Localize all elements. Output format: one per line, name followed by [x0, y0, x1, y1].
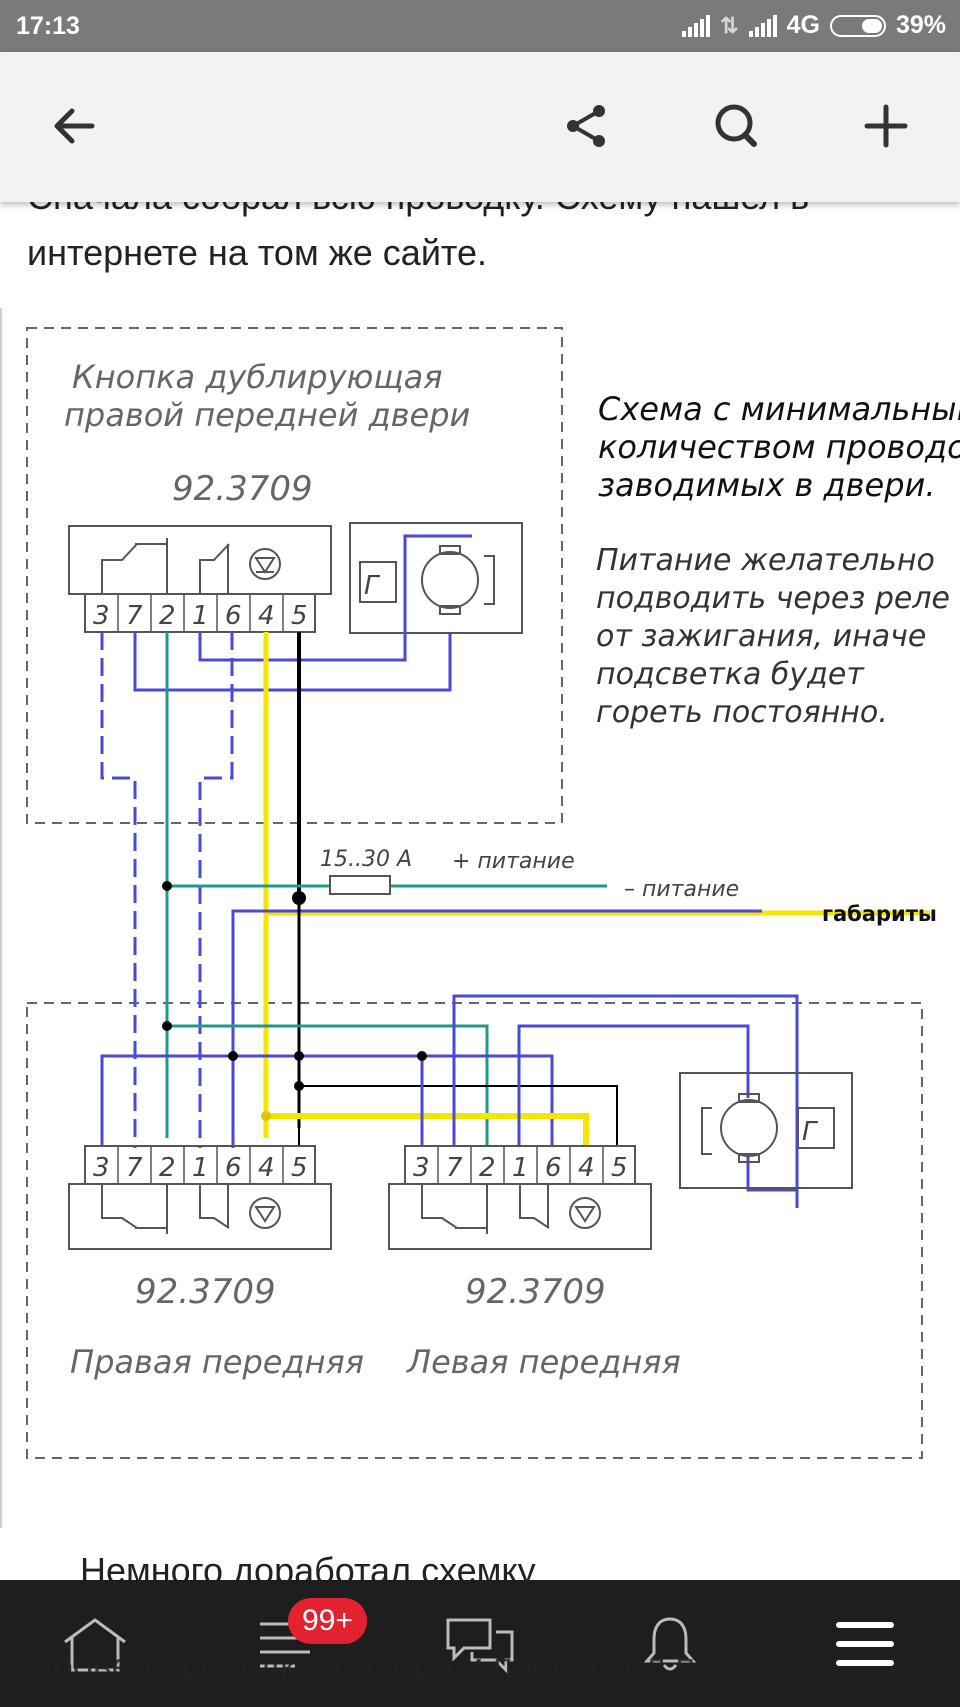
minus-power-label: – питание — [624, 877, 739, 902]
diagram-note-4: подсветка будет — [596, 657, 865, 692]
search-icon — [715, 104, 757, 147]
menu-icon — [836, 1622, 894, 1666]
share-button[interactable] — [550, 90, 622, 162]
top-motor-box — [349, 522, 523, 634]
bottom-motor-box — [679, 1072, 853, 1189]
pin-label: 2 — [159, 601, 176, 631]
left-front-contacts — [421, 1184, 550, 1234]
left-front-led-icon — [569, 1197, 601, 1229]
pin-label: 7 — [126, 1153, 143, 1183]
pin-label: 3 — [93, 1153, 110, 1183]
wiring-diagram[interactable]: Кнопка дублирующая правой передней двери… — [0, 308, 960, 1528]
top-motor-mark: Г — [364, 571, 381, 601]
notification-badge: 99+ — [288, 1598, 367, 1644]
pin-label: 5 — [291, 601, 308, 631]
status-icons: ⇅ 4G 39% — [682, 11, 946, 40]
search-button[interactable] — [700, 90, 772, 162]
bell-icon — [643, 1617, 697, 1671]
label-left-front: Левая передняя — [406, 1343, 681, 1381]
messages-icon — [446, 1618, 514, 1674]
app-bar — [0, 52, 960, 202]
bottom-dashed-box — [26, 1002, 923, 1459]
signal-icon — [682, 14, 711, 37]
pin-label: 6 — [225, 601, 242, 631]
nav-menu[interactable] — [820, 1608, 910, 1680]
feed-icon — [260, 1622, 310, 1668]
nav-home[interactable] — [50, 1608, 140, 1680]
pin-label: 7 — [446, 1153, 463, 1183]
part-number-top: 92.3709 — [172, 469, 313, 509]
article-text-bottom: Провел проводку в двери и пропустил под — [27, 1645, 736, 1686]
bottom-nav: 99+ — [0, 1580, 960, 1707]
status-time: 17:13 — [16, 12, 80, 40]
network-type: 4G — [786, 11, 820, 39]
nav-feed[interactable] — [240, 1608, 330, 1680]
fuse — [329, 875, 391, 895]
wiring-diagram-svg: Кнопка дублирующая правой передней двери… — [26, 327, 960, 1459]
diagram-note-3: от зажигания, иначе — [596, 619, 926, 654]
home-icon — [64, 1618, 126, 1672]
junction — [292, 891, 306, 905]
right-front-led-icon — [249, 1197, 281, 1229]
gabarity-label: габариты — [822, 902, 937, 926]
diagram-heading-2: количеством проводов — [598, 428, 960, 466]
back-button[interactable] — [38, 90, 110, 162]
part-number-right: 92.3709 — [135, 1272, 276, 1312]
right-front-contacts — [101, 1184, 230, 1234]
pin-label: 7 — [126, 601, 143, 631]
pin-label: 6 — [545, 1153, 562, 1183]
top-dashed-box — [26, 327, 563, 824]
label-right-front: Правая передняя — [70, 1343, 364, 1381]
top-box-label-1: Кнопка дублирующая — [72, 358, 442, 396]
article-text-line-2: интернете на том же сайте. — [27, 232, 488, 273]
diagram-heading-1: Схема с минимальным — [598, 390, 960, 428]
pin-label: 5 — [611, 1153, 628, 1183]
pin-label: 6 — [225, 1153, 242, 1183]
plus-power-label: + питание — [452, 849, 575, 874]
top-box-label-2: правой передней двери — [64, 396, 470, 434]
pin-label: 4 — [578, 1153, 595, 1183]
pin-label: 5 — [291, 1153, 308, 1183]
pin-label: 1 — [512, 1153, 529, 1183]
top-switch-contacts — [101, 538, 230, 594]
pin-label: 4 — [258, 1153, 275, 1183]
fuse-label: 15..30 А — [320, 847, 412, 872]
top-led-icon — [249, 548, 281, 580]
data-transfer-icon: ⇅ — [720, 12, 739, 38]
pin-label: 3 — [93, 601, 110, 631]
diagram-note-1: Питание желательно — [596, 543, 935, 578]
top-motor-icon — [359, 545, 495, 615]
share-icon — [567, 105, 605, 147]
diagram-heading-3: заводимых в двери. — [598, 466, 935, 504]
nav-notifications[interactable] — [625, 1608, 715, 1680]
pin-label: 4 — [258, 601, 275, 631]
junction — [162, 881, 172, 891]
diagram-note-5: гореть постоянно. — [596, 695, 888, 730]
pin-label: 1 — [192, 601, 209, 631]
pin-label: 2 — [479, 1153, 496, 1183]
status-bar: 17:13 ⇅ 4G 39% — [0, 0, 960, 52]
part-number-left: 92.3709 — [465, 1272, 606, 1312]
signal-icon-2 — [748, 14, 777, 37]
nav-messages[interactable] — [435, 1608, 525, 1680]
back-arrow-icon — [54, 108, 95, 144]
battery-percent: 39% — [895, 11, 946, 39]
diagram-note-2: подводить через реле — [596, 581, 950, 616]
bottom-motor-mark: Г — [802, 1117, 819, 1147]
add-button[interactable] — [850, 90, 922, 162]
bottom-motor-icon — [701, 1093, 835, 1163]
pin-label: 1 — [192, 1153, 209, 1183]
plus-icon — [864, 104, 908, 148]
battery-icon — [829, 14, 886, 37]
pin-label: 2 — [159, 1153, 176, 1183]
pin-label: 3 — [413, 1153, 430, 1183]
